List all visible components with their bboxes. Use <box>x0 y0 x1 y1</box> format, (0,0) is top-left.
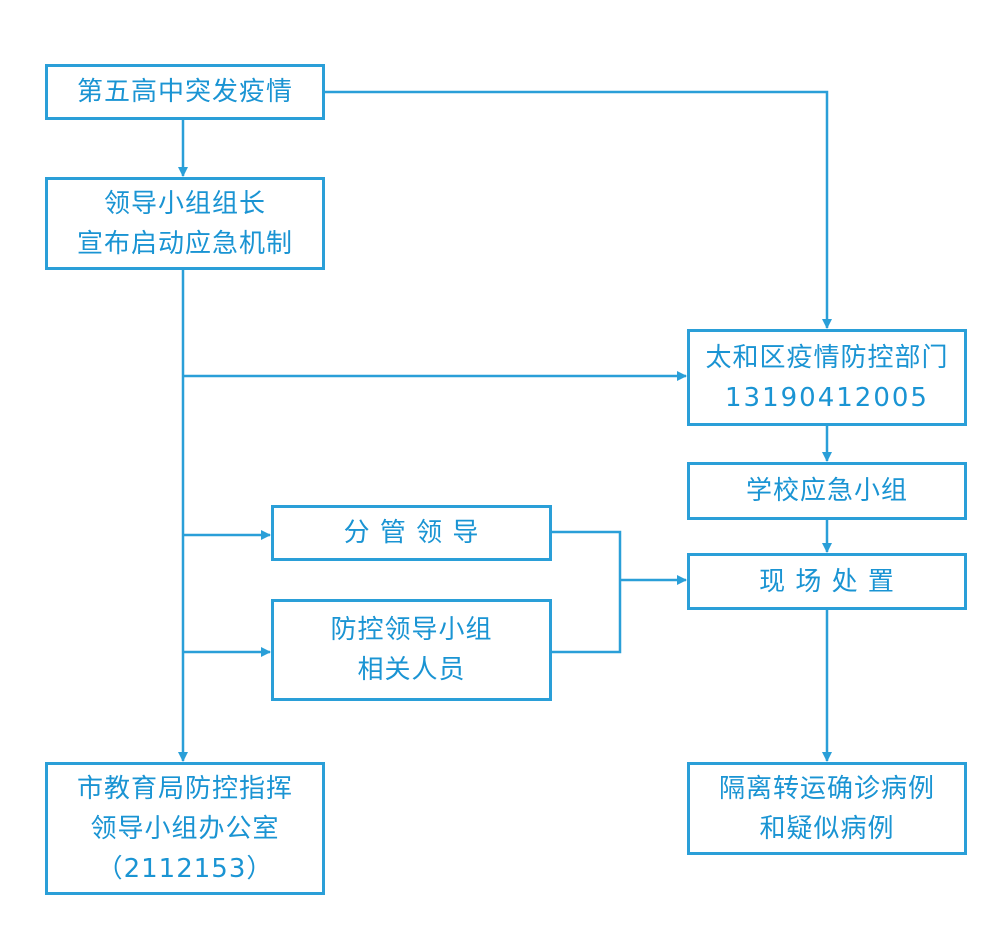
education-bureau-box: 市教育局防控指挥 领导小组办公室 （2112153） <box>45 762 325 895</box>
education-bureau-phone: （2112153） <box>96 853 274 884</box>
isolation-label-line1: 隔离转运确诊病例 <box>718 773 935 804</box>
line-supervisor-to-merge <box>552 530 622 654</box>
leader-label-line2: 宣布启动应急机制 <box>76 228 293 259</box>
isolation-box: 隔离转运确诊病例 和疑似病例 <box>687 762 967 855</box>
leader-box: 领导小组组长 宣布启动应急机制 <box>45 177 325 270</box>
school-team-box: 学校应急小组 <box>687 462 967 520</box>
onsite-label: 现 场 处 置 <box>759 566 895 597</box>
arrow-outbreak-to-district <box>325 90 832 329</box>
education-bureau-label-line1: 市教育局防控指挥 <box>76 773 293 804</box>
team-members-label-line1: 防控领导小组 <box>330 615 493 645</box>
outbreak-label: 第五高中突发疫情 <box>76 77 293 107</box>
education-bureau-label-line2: 领导小组办公室 <box>90 813 280 844</box>
isolation-label-line2: 和疑似病例 <box>759 813 895 844</box>
onsite-box: 现 场 处 置 <box>687 553 967 610</box>
team-members-box: 防控领导小组 相关人员 <box>271 599 552 701</box>
district-phone: 13190412005 <box>725 382 929 413</box>
outbreak-box: 第五高中突发疫情 <box>45 64 325 120</box>
school-team-label: 学校应急小组 <box>745 476 908 506</box>
district-label: 太和区疫情防控部门 <box>705 342 949 373</box>
supervisor-label: 分 管 领 导 <box>343 518 480 548</box>
team-members-label-line2: 相关人员 <box>357 655 466 685</box>
leader-label-line1: 领导小组组长 <box>103 188 266 219</box>
supervisor-box: 分 管 领 导 <box>271 505 552 561</box>
district-box: 太和区疫情防控部门 13190412005 <box>687 329 967 426</box>
